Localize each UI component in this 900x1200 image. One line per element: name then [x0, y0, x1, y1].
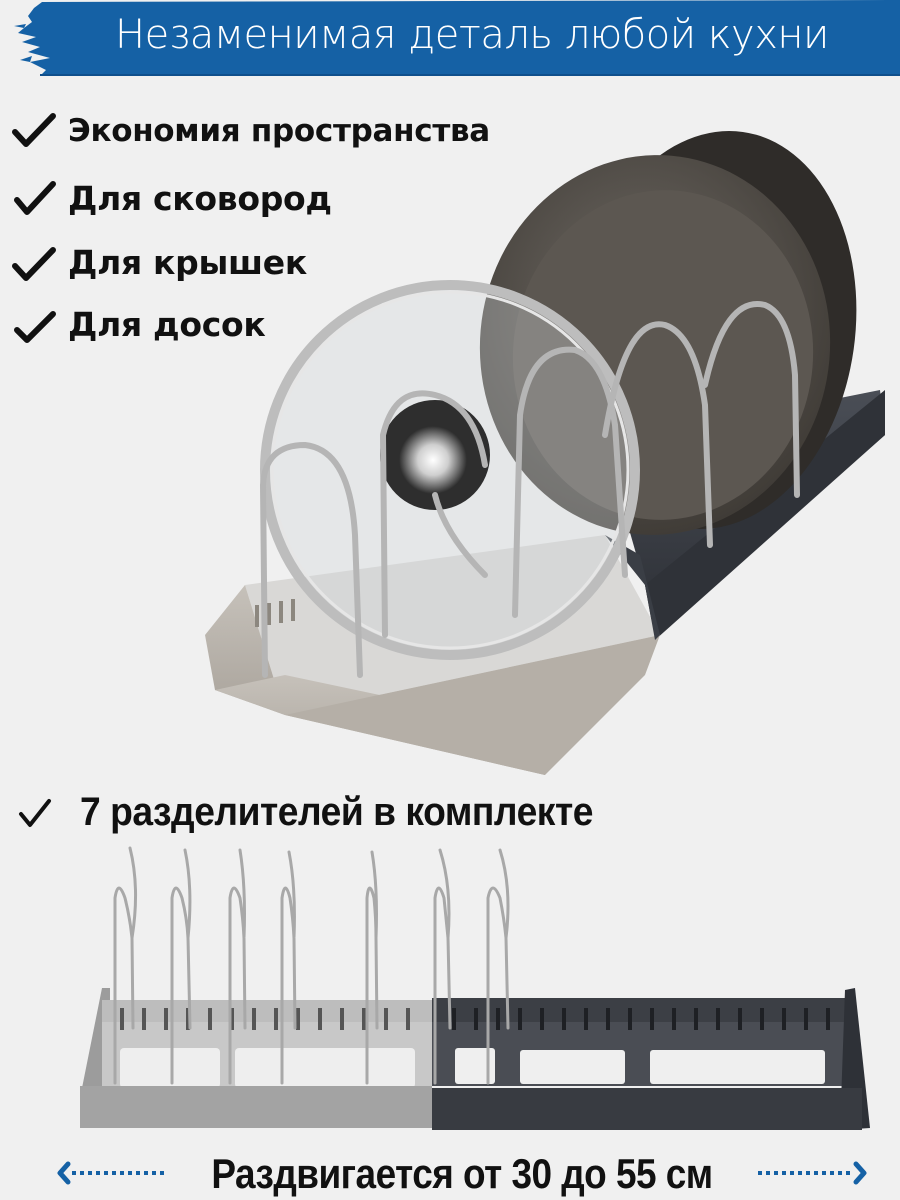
feature-label: Для сковород [68, 179, 332, 218]
feature-label: Для досок [68, 305, 266, 344]
arrow-left-icon [57, 1161, 166, 1185]
rack-with-pans-illustration [205, 130, 885, 775]
feature-label: Для крышек [68, 243, 307, 282]
kit-label: 7 разделителей в комплекте [80, 790, 593, 834]
checkmark-icon [14, 310, 56, 343]
checkmark-icon [14, 180, 56, 215]
feature-item-space-saving: Экономия пространства [12, 112, 490, 150]
product-photo-extended [60, 838, 880, 1138]
extend-range-label: Раздвигается от 30 до 55 см [211, 1150, 713, 1197]
brush-stroke-banner-bg [14, 0, 900, 76]
checkmark-icon [12, 113, 56, 147]
feature-item-boards: Для досок [12, 305, 266, 344]
feature-label: Экономия пространства [68, 113, 490, 149]
feature-item-lids: Для крышек [12, 243, 307, 282]
header-banner: Незаменимая деталь любой кухни [0, 0, 900, 76]
kit-contents-line: 7 разделителей в комплекте [18, 790, 632, 835]
extend-range-line: Раздвигается от 30 до 55 см [0, 1148, 900, 1198]
extended-rack-illustration [80, 846, 870, 1130]
checkmark-icon [12, 246, 56, 281]
banner-title: Незаменимая деталь любой кухни [115, 12, 829, 58]
arrow-right-icon [758, 1161, 867, 1185]
product-photo-main [185, 115, 900, 795]
feature-item-pans: Для сковород [12, 179, 332, 218]
checkmark-icon [19, 798, 51, 827]
